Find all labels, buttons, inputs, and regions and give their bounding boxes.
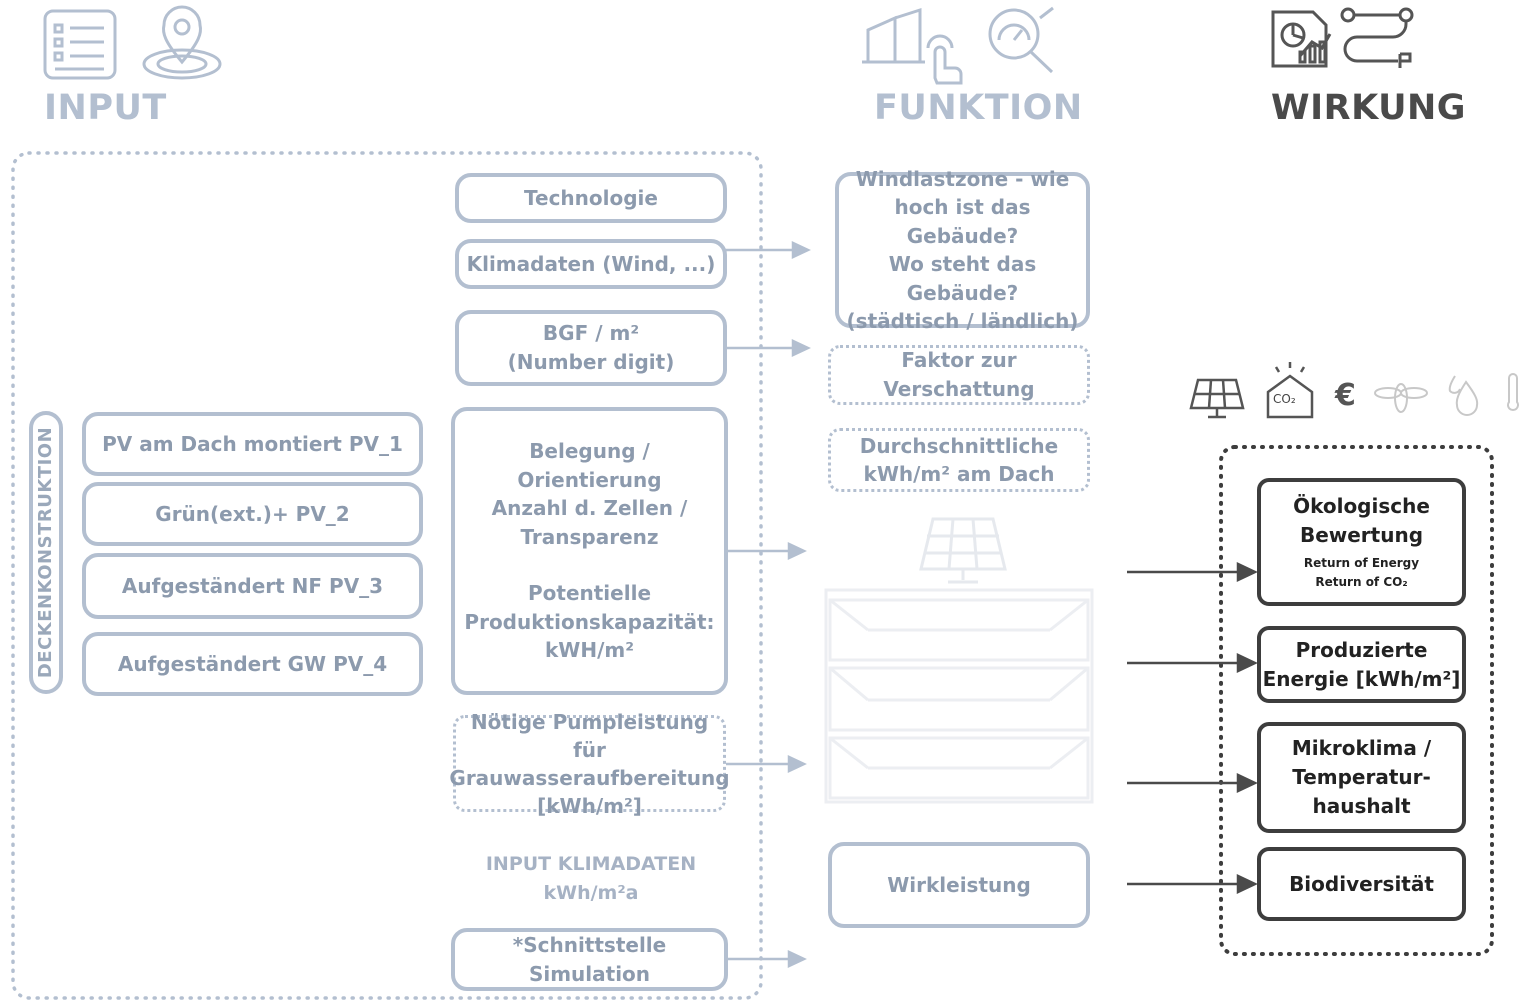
technologie-label: Technologie	[524, 185, 658, 210]
technologie-box: Technologie	[455, 173, 727, 223]
deckenkonstruktion-pill: DECKENKONSTRUKTION	[29, 411, 63, 694]
faktor-label: Faktor zur Verschattung	[883, 348, 1035, 401]
magnifier-gauge-icon	[988, 6, 1054, 74]
belegung-box: Belegung / Orientierung Anzahl d. Zellen…	[451, 407, 728, 695]
produzierte-line: Energie [kWh/m²]	[1262, 666, 1461, 691]
produzierte-box: Produzierte Energie [kWh/m²]	[1257, 626, 1466, 703]
mikroklima-line: haushalt	[1312, 794, 1411, 818]
oekologisch-sub: Return of CO₂	[1315, 575, 1408, 589]
pumpleistung-line: Grauwasseraufbereitung	[449, 765, 730, 790]
pumpleistung-line: [kWh/m²]	[537, 793, 642, 818]
belegung-line: Transparenz	[520, 524, 659, 549]
belegung-line: Anzahl d. Zellen /	[491, 496, 688, 521]
location-pin-icon	[142, 5, 222, 80]
light-arrows	[726, 241, 811, 968]
water-drops-icon	[1448, 375, 1479, 416]
windlast-line: Wo steht das Gebäude?	[888, 252, 1037, 305]
solar-module-icon	[919, 517, 1007, 584]
belegung-line: kWH/m²	[544, 638, 634, 663]
pv-variant-box: Aufgeständert NF PV_3	[82, 553, 423, 619]
klimadaten-label: Klimadaten (Wind, ...)	[466, 251, 716, 276]
building-touch-icon	[862, 7, 963, 85]
pv-variant-label: Aufgeständert NF PV_3	[121, 573, 384, 598]
input-klimadaten-line: INPUT KLIMADATEN	[485, 853, 697, 875]
bgf-label-line2: (Number digit)	[507, 350, 675, 374]
input-klimadaten-line: kWh/m²a	[543, 882, 639, 904]
mikroklima-box: Mikroklima / Temperatur- haushalt	[1257, 722, 1466, 833]
faktor-box: Faktor zur Verschattung	[828, 345, 1090, 405]
funktion-header: FUNKTION	[874, 88, 1083, 128]
durchschnitt-box: Durchschnittliche kWh/m² am Dach	[828, 428, 1090, 492]
wirkung-frame	[1219, 445, 1494, 956]
pv-variant-label: PV am Dach montiert PV_1	[102, 431, 403, 456]
windlast-box: Windlastzone - wie hoch ist das Gebäude?…	[835, 167, 1090, 333]
mikroklima-line: Temperatur-	[1292, 765, 1431, 789]
windlast-line: (städtisch / ländlich)	[846, 309, 1079, 333]
durchschnitt-line: kWh/m² am Dach	[863, 462, 1055, 486]
deckenkonstruktion-label: DECKENKONSTRUKTION	[35, 426, 57, 679]
windlast-line: Windlastzone - wie	[855, 166, 1070, 191]
belegung-line: Belegung / Orientierung	[517, 439, 662, 492]
wirkleistung-box: Wirkleistung	[828, 842, 1090, 928]
solar-panel-icon	[1189, 378, 1245, 419]
belegung-line: Potentielle	[527, 581, 652, 606]
input-frame	[11, 151, 763, 1000]
building-section-graphic	[824, 588, 1094, 804]
report-chart-icon	[1271, 10, 1332, 68]
schnittstelle-box: *Schnittstelle Simulation	[451, 928, 728, 991]
durchschnitt-line: Durchschnittliche	[859, 434, 1059, 458]
pv-variant-label: Grün(ext.)+ PV_2	[155, 501, 350, 526]
biodiversitaet-label: Biodiversität	[1289, 871, 1434, 896]
oekologisch-line: Ökologische	[1293, 494, 1430, 518]
thermometer-icon	[1507, 373, 1519, 411]
input-klimadaten-text: INPUT KLIMADATEN kWh/m²a	[455, 850, 727, 908]
belegung-line: Produktionskapazität:	[464, 609, 715, 634]
klimadaten-box: Klimadaten (Wind, ...)	[455, 239, 727, 289]
schnittstelle-label: *Schnittstelle Simulation	[512, 932, 667, 986]
bgf-box: BGF / m² (Number digit)	[455, 310, 727, 386]
pv-variant-label: Aufgeständert GW PV_4	[117, 651, 388, 676]
oekologisch-line: Bewertung	[1299, 523, 1424, 547]
list-icon	[43, 9, 117, 80]
dark-arrows	[1127, 562, 1258, 894]
pv-variant-box: PV am Dach montiert PV_1	[82, 412, 423, 476]
co2-house-icon	[1266, 362, 1314, 419]
wirkung-header: WIRKUNG	[1271, 88, 1467, 128]
bgf-label-line1: BGF / m²	[542, 321, 640, 345]
mikroklima-line: Mikroklima /	[1291, 736, 1432, 760]
pumpleistung-line: Nötige Pumpleistung für	[470, 709, 709, 762]
co2-icon-label: CO₂	[1273, 392, 1296, 406]
biodiversitaet-box: Biodiversität	[1257, 847, 1466, 921]
windlast-line: hoch ist das Gebäude?	[894, 195, 1031, 248]
produzierte-line: Produzierte	[1295, 637, 1428, 662]
input-header: INPUT	[44, 88, 167, 128]
oekologisch-sub: Return of Energy	[1303, 556, 1420, 570]
pv-variant-box: Grün(ext.)+ PV_2	[82, 482, 423, 546]
pv-variant-box: Aufgeständert GW PV_4	[82, 632, 423, 696]
oekologisch-box: Ökologische Bewertung Return of Energy R…	[1257, 478, 1466, 606]
pumpleistung-box: Nötige Pumpleistung für Grauwasseraufber…	[449, 710, 729, 818]
wirkleistung-label: Wirkleistung	[887, 872, 1031, 897]
bee-icon	[1374, 383, 1428, 413]
route-icon	[1340, 7, 1414, 68]
euro-icon: €	[1335, 378, 1356, 413]
